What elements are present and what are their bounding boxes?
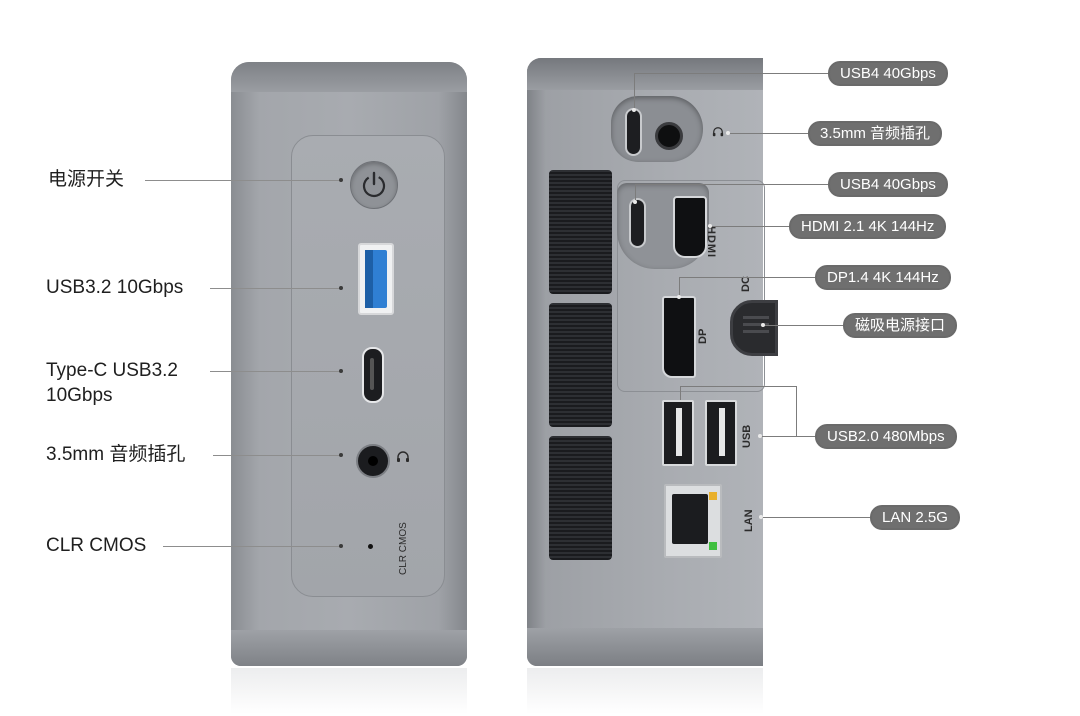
dc-magnetic-port[interactable] — [730, 300, 778, 356]
leader-usb-a — [210, 288, 340, 289]
leader-dot-type-c — [339, 369, 343, 373]
video-io-outline — [617, 180, 765, 392]
dp-print: DP — [697, 328, 709, 344]
vent-grille-middle — [549, 303, 612, 427]
leader-usb2-h2 — [760, 436, 815, 437]
rear-device-top-edge — [527, 58, 763, 90]
label-usb4-mid: USB4 40Gbps — [828, 172, 948, 197]
leader-usb2-v — [796, 386, 797, 436]
leader-usb4-top-h — [634, 73, 828, 74]
leader-dp-h — [679, 277, 815, 278]
rear-reflection — [527, 668, 763, 714]
label-clr-cmos: CLR CMOS — [46, 535, 147, 556]
leader-usb2-h1 — [680, 386, 796, 387]
leader-dc — [763, 325, 843, 326]
label-lan: LAN 2.5G — [870, 505, 960, 530]
leader-dot-lan — [759, 515, 763, 519]
hdmi-logo: HDMI — [705, 226, 717, 259]
dc-print: DC — [740, 276, 752, 292]
leader-dot-hdmi — [708, 224, 712, 228]
leader-usb2-v1 — [680, 386, 681, 400]
leader-clr-cmos — [163, 546, 340, 547]
leader-usb4-top-v — [634, 73, 635, 110]
leader-dot-usb-a — [339, 286, 343, 290]
label-type-c-line2: 10Gbps — [46, 385, 113, 406]
label-audio-front: 3.5mm 音频插孔 — [46, 444, 186, 465]
leader-dot-dc — [761, 323, 765, 327]
headphone-icon-rear — [712, 127, 724, 137]
vent-grille-bottom — [549, 436, 612, 560]
leader-audio-front — [213, 455, 340, 456]
vent-grille-top — [549, 170, 612, 294]
power-button[interactable] — [350, 161, 398, 209]
leader-power — [145, 180, 340, 181]
leader-lan — [761, 517, 870, 518]
leader-audio-rear — [728, 133, 808, 134]
front-device-top-edge — [231, 62, 467, 92]
leader-dot-usb4-top — [632, 108, 636, 112]
leader-usb4-mid-h — [635, 184, 828, 185]
usb-c-port-rear-mid[interactable] — [629, 198, 646, 248]
rj45-port[interactable] — [664, 484, 722, 558]
leader-dot-power — [339, 178, 343, 182]
label-usb4-top: USB4 40Gbps — [828, 61, 948, 86]
usb-c-port[interactable] — [362, 347, 384, 403]
leader-dot-clr-cmos — [339, 544, 343, 548]
label-usb2: USB2.0 480Mbps — [815, 424, 957, 449]
leader-type-c — [210, 371, 340, 372]
hdmi-port[interactable] — [673, 196, 707, 258]
usb-a-port-rear-2[interactable] — [705, 400, 737, 466]
leader-dot-dp — [677, 295, 681, 299]
lan-print: LAN — [743, 509, 755, 532]
label-dp: DP1.4 4K 144Hz — [815, 265, 951, 290]
label-audio-rear: 3.5mm 音频插孔 — [808, 121, 943, 146]
clr-cmos-pinhole[interactable] — [368, 544, 373, 549]
leader-dot-usb4-mid — [633, 200, 637, 204]
label-usb-a: USB3.2 10Gbps — [46, 277, 184, 298]
leader-dot-audio-front — [339, 453, 343, 457]
clr-cmos-print: CLR CMOS — [398, 522, 409, 575]
power-icon — [362, 171, 386, 198]
leader-dp-v — [679, 277, 680, 297]
audio-jack[interactable] — [356, 444, 390, 478]
front-device-bottom-edge — [231, 630, 467, 666]
usb-a-port-rear-1[interactable] — [662, 400, 694, 466]
headphone-icon — [397, 451, 409, 462]
displayport-port[interactable] — [662, 296, 696, 378]
usb-c-port-rear-top[interactable] — [625, 108, 642, 156]
leader-dot-audio-rear — [726, 131, 730, 135]
label-hdmi: HDMI 2.1 4K 144Hz — [789, 214, 947, 239]
front-reflection — [231, 668, 467, 714]
label-power-switch: 电源开关 — [48, 169, 125, 190]
leader-usb4-mid-v — [635, 184, 636, 202]
usb-print: USB — [741, 424, 753, 448]
label-dc-power: 磁吸电源接口 — [843, 313, 958, 338]
leader-dot-usb2 — [758, 434, 762, 438]
rear-device-bottom-edge — [527, 628, 763, 666]
label-type-c-line1: Type-C USB3.2 — [46, 360, 178, 381]
audio-jack-rear[interactable] — [655, 122, 683, 150]
leader-hdmi — [710, 226, 789, 227]
usb-a-port[interactable] — [358, 243, 394, 315]
